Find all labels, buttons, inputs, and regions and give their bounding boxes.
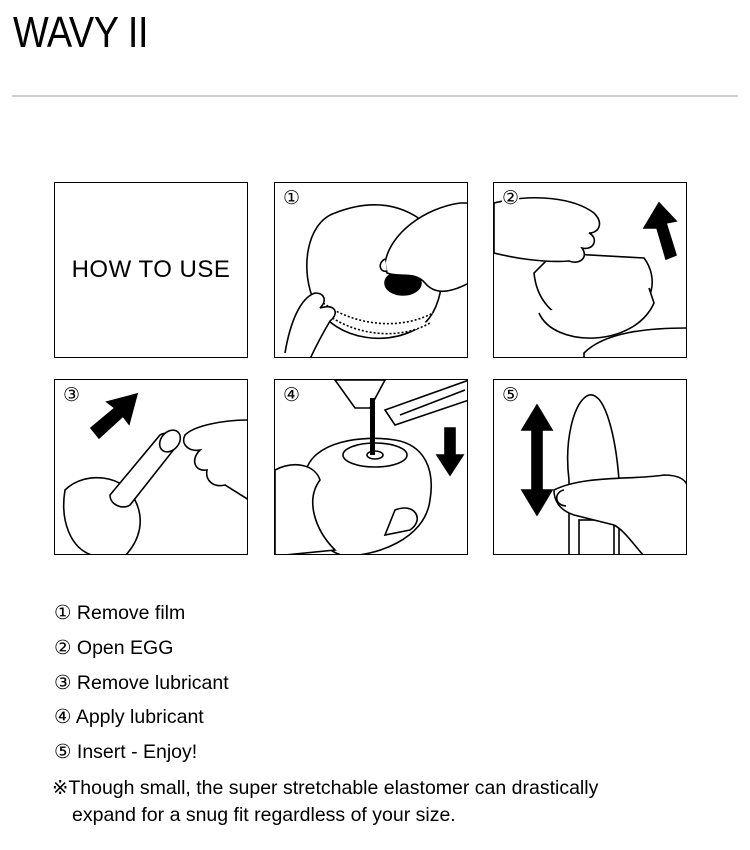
step-3-illustration: ③ [54, 379, 248, 555]
step-item: ④ Apply lubricant [54, 706, 204, 729]
step-item: ② Open EGG [54, 636, 174, 659]
how-to-use-panel: HOW TO USE [54, 182, 248, 358]
open-egg-illustration [494, 197, 686, 357]
note-line-2: expand for a snug fit regardless of your… [72, 804, 456, 826]
page-title: WAVY II [13, 8, 149, 57]
step-3-number: ③ [63, 384, 81, 407]
step-4-illustration: ④ [274, 379, 468, 555]
steps-list: ① Remove film ② Open EGG ③ Remove lubric… [54, 600, 229, 774]
step-item: ⑤ Insert - Enjoy! [54, 741, 198, 764]
note: ※Though small, the super stretchable ela… [52, 775, 598, 829]
how-to-use-label: HOW TO USE [71, 256, 231, 283]
step-1-illustration: ① [274, 182, 468, 358]
step-item: ① Remove film [54, 602, 186, 624]
remove-lubricant-illustration [63, 392, 247, 554]
apply-lubricant-illustration [275, 380, 467, 554]
egg-film-illustration [284, 202, 467, 357]
step-5-number: ⑤ [502, 384, 520, 407]
divider [12, 95, 738, 97]
step-1-number: ① [283, 187, 301, 210]
step-2-illustration: ② [493, 182, 687, 358]
note-line-1: ※Though small, the super stretchable ela… [52, 777, 599, 799]
step-5-illustration: ⑤ [493, 379, 687, 555]
step-2-number: ② [502, 187, 520, 210]
step-item: ③ Remove lubricant [54, 671, 229, 694]
insert-illustration [520, 394, 686, 554]
step-4-number: ④ [283, 384, 301, 407]
